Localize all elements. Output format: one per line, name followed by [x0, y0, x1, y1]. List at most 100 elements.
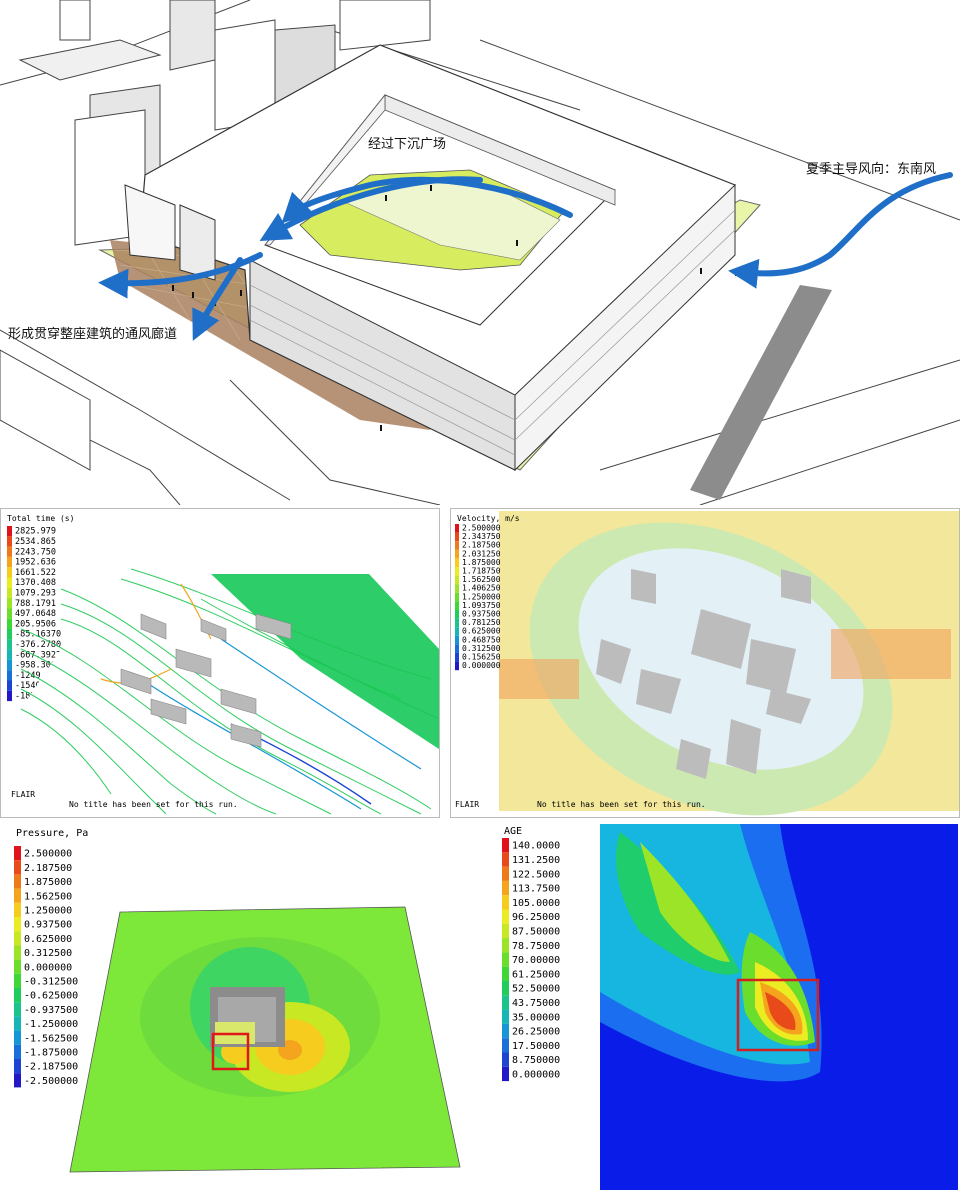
legend-swatch	[502, 880, 509, 896]
legend-tick-label: -0.937500	[24, 1005, 78, 1016]
legend-swatch	[7, 598, 12, 609]
legend-swatch	[455, 575, 459, 585]
legend-tick-label: 1370.408	[15, 578, 56, 588]
legend-tick-label: 1.875000	[462, 558, 501, 567]
legend-tick-label: 43.75000	[512, 998, 560, 1009]
legend-swatch	[502, 1009, 509, 1024]
legend-swatch	[7, 536, 12, 547]
flair-logo: FLAIR	[455, 800, 479, 809]
legend-tick-label: 0.312500	[462, 644, 501, 653]
legend-tick-label: 78.75000	[512, 941, 560, 952]
legend-tick-label: 2243.750	[15, 547, 56, 557]
legend-tick-label: 87.50000	[512, 927, 560, 938]
legend-swatch	[502, 952, 509, 967]
legend-tick-label: 1.562500	[462, 575, 501, 584]
legend-tick-label: 105.0000	[512, 898, 560, 909]
wind-arrows	[98, 172, 953, 341]
legend-swatch	[14, 959, 21, 974]
legend-swatch	[455, 592, 459, 602]
legend-swatch	[455, 584, 459, 593]
legend-tick-label: -2.500000	[24, 1076, 78, 1087]
legend-swatch	[14, 988, 21, 1003]
highlight-box	[736, 978, 820, 1052]
legend-tick-label: 1.093750	[462, 601, 501, 610]
pressure-plot: Pressure, Pa 2.5000002.1875001.8750001.5…	[14, 828, 461, 1173]
run-title: No title has been set for this run.	[69, 800, 238, 809]
legend-swatch	[7, 526, 12, 537]
main-building	[124, 44, 736, 472]
legend-tick-label: 1.875000	[24, 877, 72, 888]
legend-tick-label: -1249.621	[15, 671, 61, 681]
legend-tick-label: 0.937500	[462, 609, 501, 618]
legend-swatch	[7, 577, 12, 588]
legend-tick-label: -376.2780	[15, 640, 61, 650]
legend-swatch	[502, 995, 509, 1010]
legend-title: Pressure, Pa	[16, 828, 88, 839]
architecture-drawing: 经过下沉广场 夏季主导风向：东南风 形成贯穿整座建筑的通风廊道	[0, 0, 960, 505]
legend-swatch	[502, 1052, 509, 1067]
legend-tick-label: 1952.636	[15, 558, 56, 568]
legend-swatch	[455, 618, 459, 628]
legend-tick-label: 0.156250	[462, 652, 501, 661]
legend-swatch	[502, 1066, 509, 1082]
legend-swatch	[14, 917, 21, 932]
legend-swatch	[14, 902, 21, 917]
legend-swatch	[455, 532, 459, 542]
legend-swatch	[502, 895, 509, 910]
buildings	[596, 569, 811, 779]
legend-tick-label: 1.718750	[462, 566, 501, 575]
legend-tick-label: 2.187500	[24, 863, 72, 874]
legend-tick-label: 61.25000	[512, 969, 560, 980]
legend-swatch	[7, 649, 12, 660]
legend-swatch	[455, 601, 459, 610]
legend-tick-label: 0.000000	[24, 962, 72, 973]
legend-swatch	[502, 866, 509, 881]
legend-tick-label: 0.625000	[24, 934, 72, 945]
total-time-plot: Total time (s) 2825.9792534.8652243.7501…	[7, 514, 439, 815]
legend-swatch	[502, 981, 509, 996]
legend-title: Total time (s)	[7, 514, 74, 523]
legend-tick-label: 2.031250	[462, 549, 501, 558]
legend-swatch	[14, 973, 21, 988]
legend-tick-label: 1661.522	[15, 568, 56, 578]
label-sunken-plaza: 经过下沉广场	[368, 137, 446, 152]
legend-swatch	[455, 610, 459, 619]
legend-tick-label: 497.0648	[15, 609, 56, 619]
legend-tick-label: 1.562500	[24, 891, 72, 902]
flair-logo: FLAIR	[11, 790, 35, 799]
legend-tick-label: 0.312500	[24, 948, 72, 959]
legend-tick-label: 1.250000	[24, 905, 72, 916]
legend-tick-label: -667.3922	[15, 650, 61, 660]
legend-swatch	[14, 1059, 21, 1074]
legend-tick-label: 113.7500	[512, 884, 560, 895]
legend-tick-label: 2.500000	[462, 523, 501, 532]
legend-swatch	[455, 541, 459, 550]
legend-tick-label: -1.250000	[24, 1019, 78, 1030]
high-velocity-zones	[499, 629, 951, 699]
legend-tick-label: 122.5000	[512, 869, 560, 880]
velocity-plot: Velocity, m/s 2.5000002.3437502.1875002.…	[453, 511, 959, 816]
legend-swatch	[14, 1030, 21, 1045]
legend-swatch	[7, 587, 12, 599]
legend-swatch	[7, 567, 12, 578]
legend-tick-label: 2.343750	[462, 532, 501, 541]
legend-swatch	[14, 931, 21, 946]
legend-tick-label: 0.000000	[512, 1070, 560, 1081]
legend-tick-label: 140.0000	[512, 841, 560, 852]
legend-swatch	[7, 639, 12, 650]
legend-swatch	[455, 558, 459, 567]
legend-tick-label: 1.406250	[462, 584, 501, 593]
legend-swatch	[14, 888, 21, 903]
legend-title: AGE	[504, 826, 522, 837]
legend-tick-label: 8.750000	[512, 1055, 560, 1066]
legend-swatch	[14, 1016, 21, 1031]
legend-tick-label: 2.187500	[462, 541, 501, 550]
legend-tick-label: 0.625000	[462, 627, 501, 636]
legend-tick-label: 1.250000	[462, 592, 501, 601]
legend-swatch	[14, 1073, 21, 1088]
color-legend: 140.0000131.2500122.5000113.7500105.0000…	[502, 838, 560, 1082]
legend-tick-label: 205.9506	[15, 619, 56, 629]
label-ventilation-corridor: 形成贯穿整座建筑的通风廊道	[8, 326, 177, 342]
